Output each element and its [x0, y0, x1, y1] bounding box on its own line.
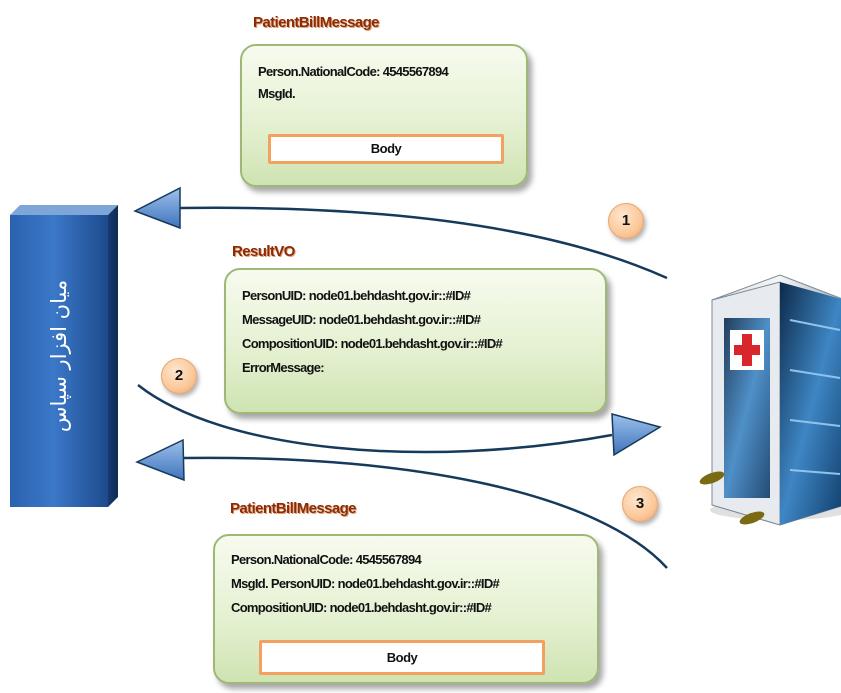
result-line: CompositionUID: node01.behdasht.gov.ir::… [242, 336, 503, 351]
arrow-2 [137, 384, 662, 457]
result-line: MessageUID: node01.behdasht.gov.ir::#ID# [242, 312, 481, 327]
result-line: ErrorMessage: [242, 360, 325, 375]
top-body-field: Body [268, 134, 504, 164]
arrow-3 [135, 438, 668, 569]
top-message-line: MsgId. [258, 86, 296, 101]
top-message-title: PatientBillMessage [253, 14, 380, 31]
top-message-line: Person.NationalCode: 4545567894 [258, 64, 449, 79]
step-badge-2: 2 [161, 358, 197, 394]
bottom-body-field: Body [259, 640, 545, 675]
step-badge-3: 3 [622, 486, 658, 522]
bottom-message-box: Person.NationalCode: 4545567894 MsgId. P… [213, 534, 599, 684]
step-badge-1: 1 [608, 203, 644, 239]
bottom-message-title: PatientBillMessage [230, 500, 357, 517]
middleware-label-wrap: میان افزار سپاس [10, 205, 108, 507]
result-title: ResultVO [232, 243, 295, 260]
middleware-pillar [10, 205, 118, 507]
result-box: PersonUID: node01.behdasht.gov.ir::#ID# … [224, 268, 607, 414]
footprints-icon [699, 471, 765, 525]
bottom-message-line: MsgId. PersonUID: node01.behdasht.gov.ir… [231, 576, 500, 591]
bottom-message-line: CompositionUID: node01.behdasht.gov.ir::… [231, 600, 492, 615]
top-message-box: Person.NationalCode: 4545567894 MsgId. B… [240, 44, 528, 187]
arrow-1 [133, 186, 668, 280]
result-line: PersonUID: node01.behdasht.gov.ir::#ID# [242, 288, 471, 303]
hospital-building-icon [710, 274, 841, 526]
middleware-label: میان افزار سپاس [47, 279, 72, 433]
bottom-message-line: Person.NationalCode: 4545567894 [231, 552, 422, 567]
